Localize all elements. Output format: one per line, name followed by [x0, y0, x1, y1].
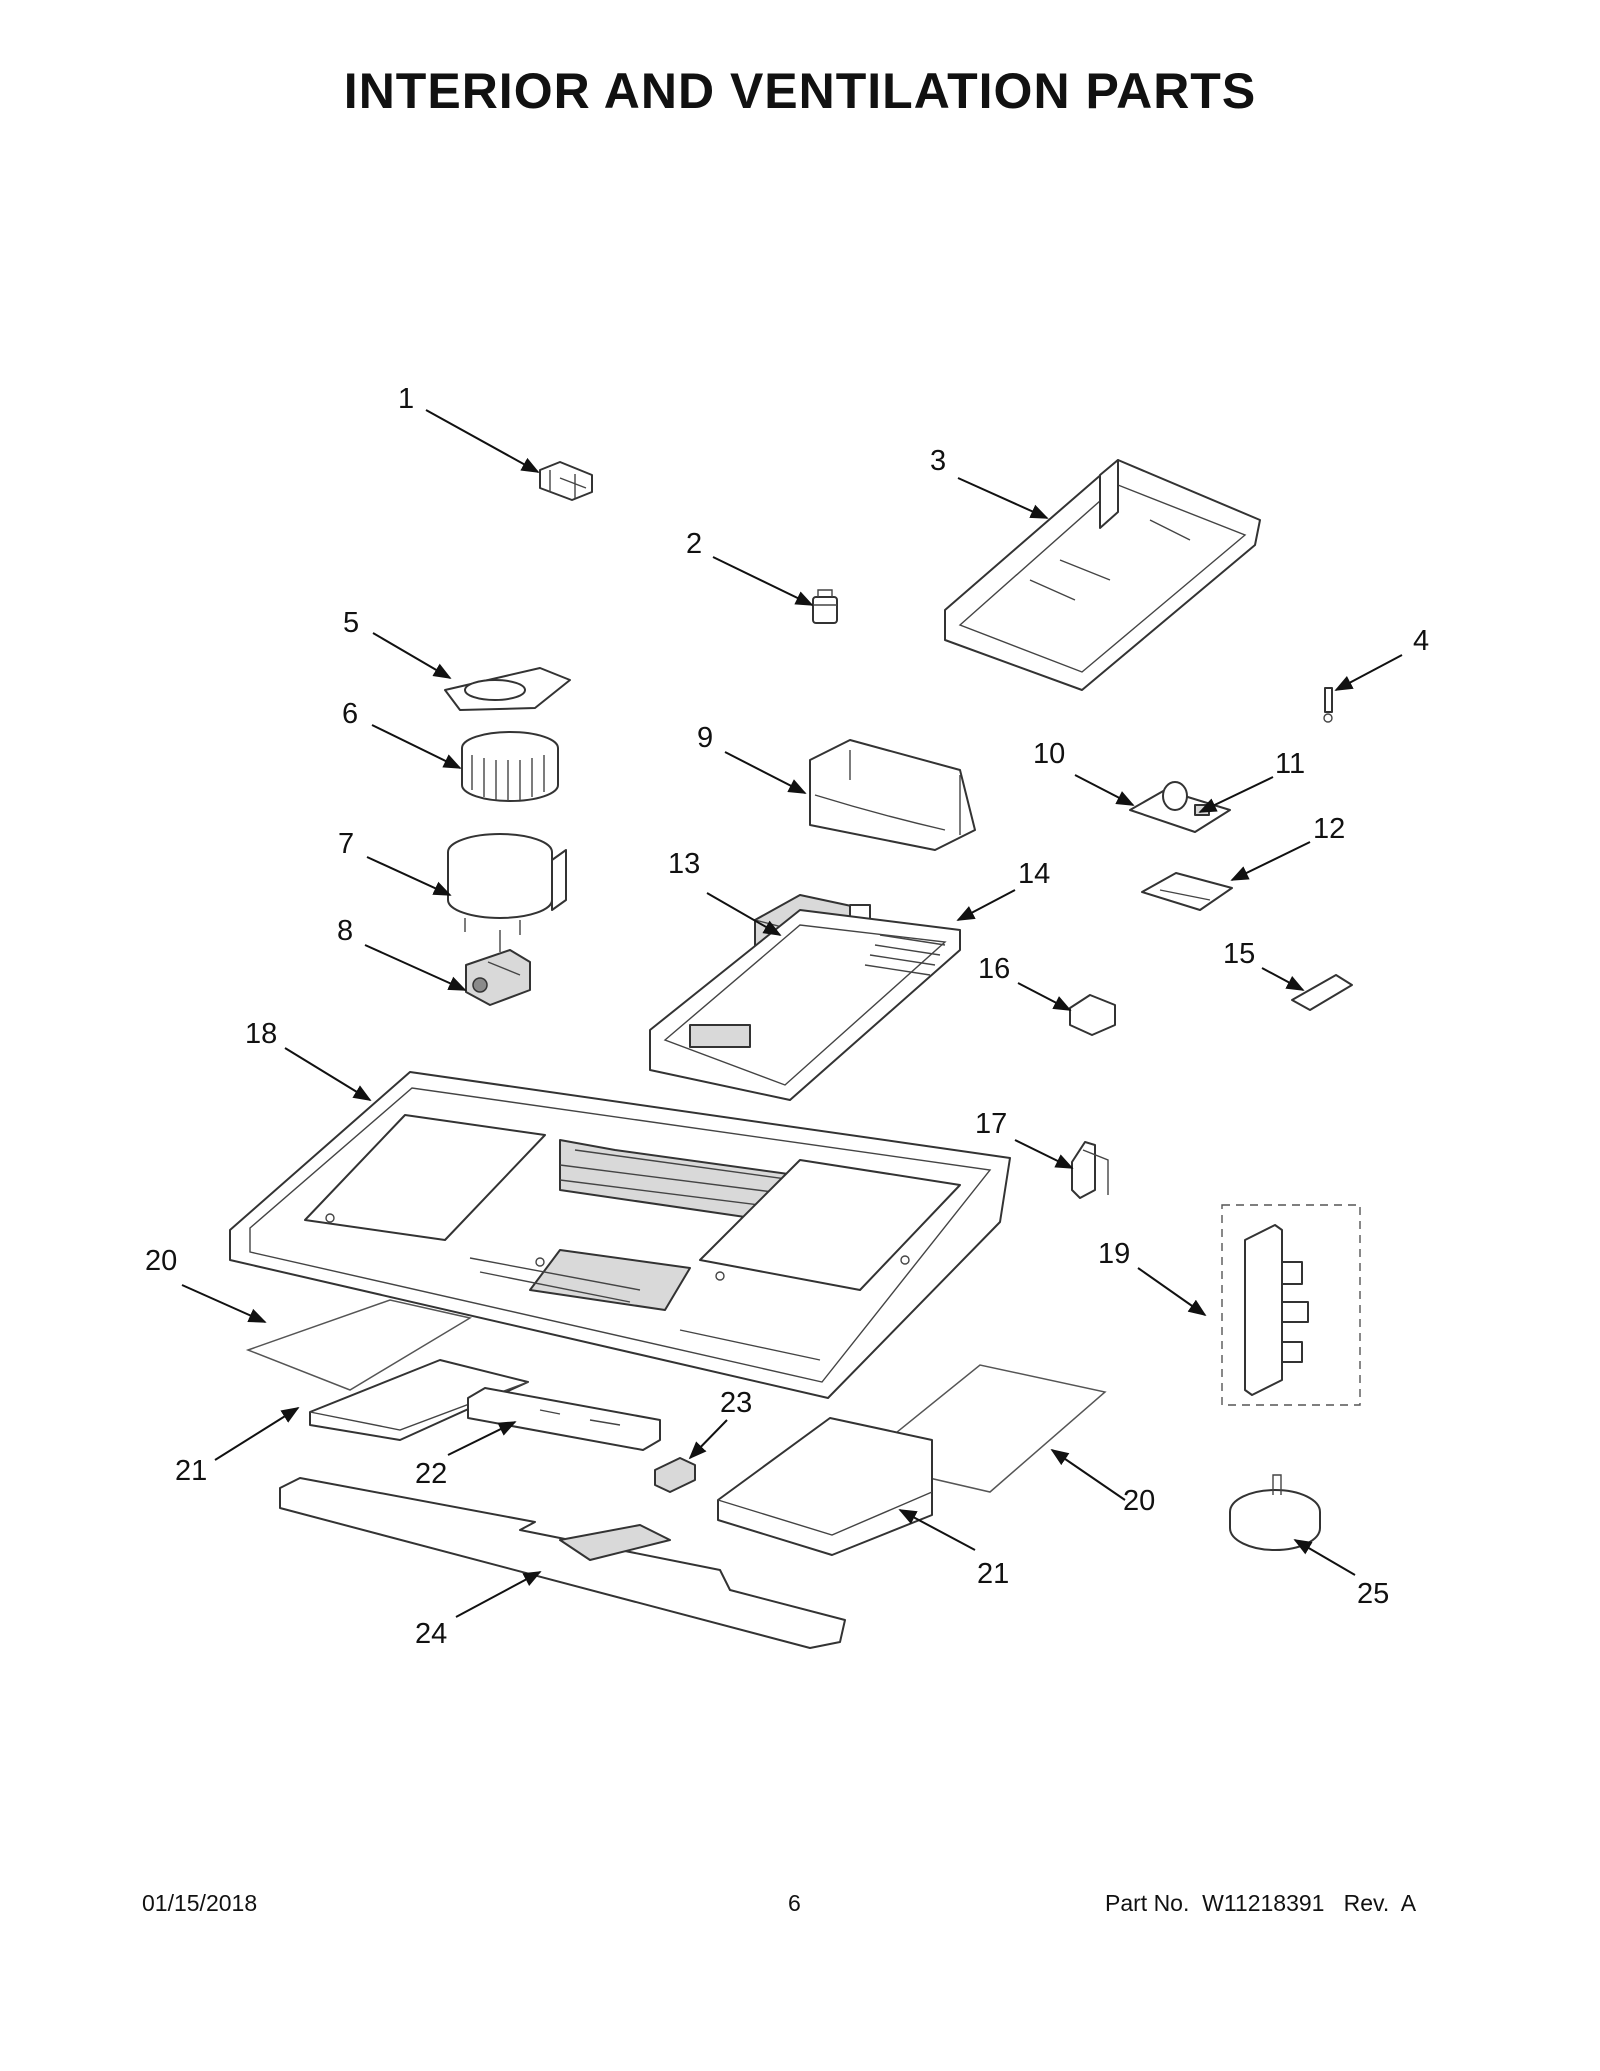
callout-12: 12 [1313, 813, 1345, 845]
footer-part-number: Part No. W11218391 Rev. A [1105, 1890, 1417, 1916]
callout-4: 4 [1413, 625, 1429, 657]
callout-17: 17 [975, 1108, 1007, 1140]
leader-lines [181, 409, 1403, 1618]
callout-23: 23 [720, 1387, 752, 1419]
part-16-clip [1069, 994, 1116, 1036]
part-21-panel-right [717, 1417, 933, 1556]
callout-16: 16 [978, 953, 1010, 985]
callout-11: 11 [1275, 748, 1305, 780]
callout-20-right: 20 [1123, 1485, 1155, 1517]
part-20-sheet-left [245, 1299, 472, 1391]
callout-13: 13 [668, 848, 700, 880]
callout-19: 19 [1098, 1238, 1130, 1270]
part-18-bottom-plate [229, 1071, 1011, 1399]
part-8-motor [465, 930, 531, 1006]
footer-page-number: 6 [788, 1890, 801, 1916]
part-22-bar [467, 1387, 661, 1451]
part-6-blower-wheel [461, 731, 559, 802]
callout-10: 10 [1033, 738, 1065, 770]
part-12-plate [1141, 872, 1233, 911]
callout-9: 9 [697, 722, 713, 754]
part-24-tray [279, 1477, 846, 1649]
part-14-base-plate [649, 909, 961, 1101]
part-17-bracket [1071, 1141, 1109, 1199]
callout-24: 24 [415, 1618, 447, 1650]
part-7-blower-housing [447, 833, 567, 935]
page-title: INTERIOR AND VENTILATION PARTS [343, 63, 1257, 119]
part-2-switch [812, 589, 838, 624]
part-1-bracket [539, 461, 593, 501]
callout-14: 14 [1018, 858, 1050, 890]
part-3-frame [944, 459, 1261, 691]
part-25-turntable-motor [1229, 1474, 1321, 1551]
part-9-duct [809, 739, 976, 851]
callout-22: 22 [415, 1458, 447, 1490]
callout-5: 5 [343, 607, 359, 639]
part-19-switch-assembly [1221, 1204, 1361, 1406]
part-4-pin [1323, 687, 1333, 723]
part-5-fan-plate [444, 667, 571, 711]
callout-7: 7 [338, 828, 354, 860]
callout-2: 2 [686, 528, 702, 560]
callout-1: 1 [398, 383, 414, 415]
callout-20-left: 20 [145, 1245, 177, 1277]
callout-8: 8 [337, 915, 353, 947]
part-23-lamp-socket [654, 1457, 696, 1493]
part-15-board [1291, 974, 1353, 1011]
callout-21-right: 21 [977, 1558, 1009, 1590]
callout-numbers: 1 2 3 4 5 6 7 8 9 10 11 12 13 14 15 16 1… [145, 383, 1429, 1650]
callout-25: 25 [1357, 1578, 1389, 1610]
callout-3: 3 [930, 445, 946, 477]
part-10-board [1129, 789, 1231, 833]
callout-21-left: 21 [175, 1455, 207, 1487]
footer-date: 01/15/2018 [142, 1890, 258, 1916]
callout-18: 18 [245, 1018, 277, 1050]
callout-15: 15 [1223, 938, 1255, 970]
callout-6: 6 [342, 698, 358, 730]
